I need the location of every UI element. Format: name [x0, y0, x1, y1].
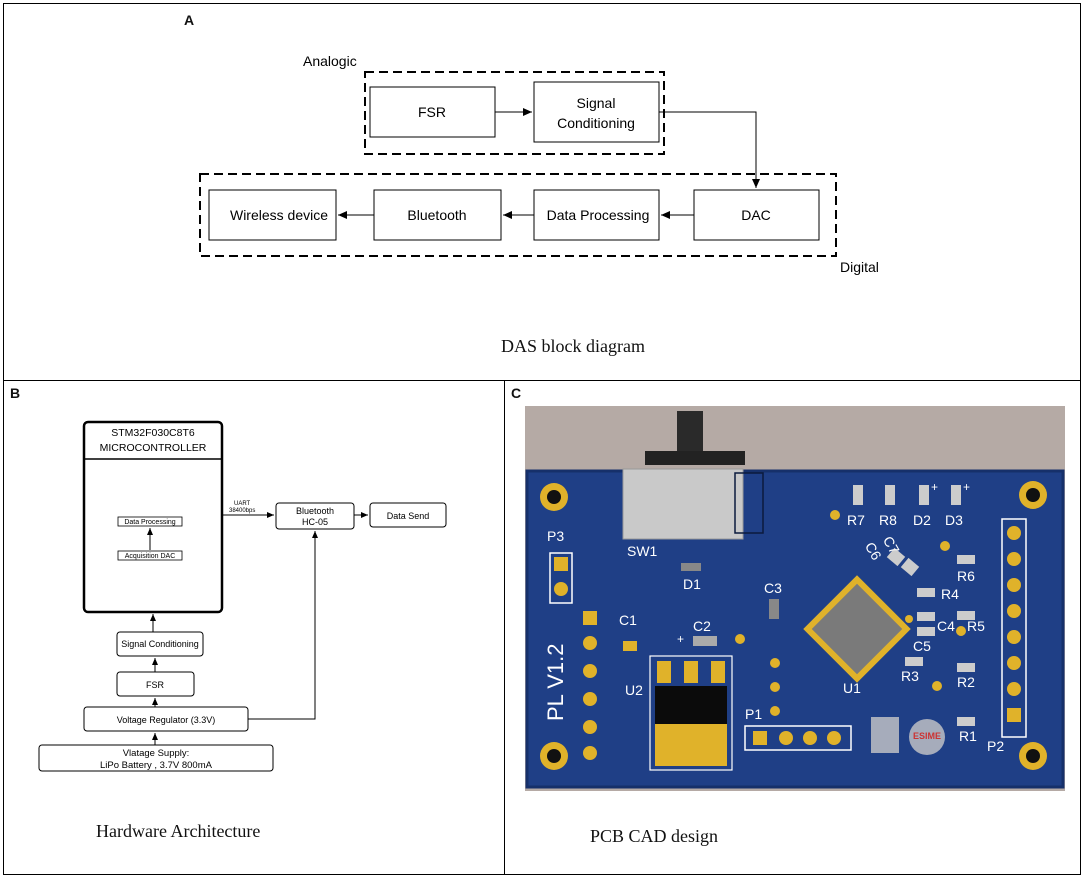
fsr-label: FSR	[418, 104, 446, 120]
signal-conditioning-block-b	[116, 631, 204, 657]
silk-c5: C5	[913, 638, 931, 654]
silk-c4: C4	[937, 618, 955, 634]
wireless-device-block	[208, 189, 337, 241]
p3-header	[549, 552, 573, 604]
analogic-label: Analogic	[303, 53, 357, 69]
voltage-supply-label-1: Vlatage Supply:	[123, 748, 190, 759]
bluetooth-label: Bluetooth	[407, 207, 466, 223]
analogic-group	[364, 71, 665, 155]
silk-r4: R4	[941, 586, 959, 602]
signal-conditioning-label-b: Signal Conditioning	[121, 639, 199, 649]
svg-text:+: +	[931, 480, 938, 494]
silk-version: PL V1.2	[543, 644, 568, 721]
silk-d2: D2	[913, 512, 931, 528]
dac-block	[693, 189, 820, 241]
arrow-signal-to-dac	[659, 111, 760, 188]
mcu-acquisition-label: Acquisition DAC	[125, 553, 176, 560]
panel-b-caption: Hardware Architecture	[96, 821, 261, 841]
panel-c: C	[504, 380, 1081, 875]
fsr-label-b: FSR	[146, 680, 165, 690]
regulator-to-bluetooth-arrow	[248, 531, 318, 720]
silk-c7: C7	[880, 533, 903, 557]
silk-r8: R8	[879, 512, 897, 528]
panel-b-letter: B	[10, 385, 21, 401]
panel-a-caption: DAS block diagram	[501, 336, 645, 356]
p2-header	[1001, 518, 1027, 738]
silk-d1: D1	[683, 576, 701, 592]
mcu-data-processing-label: Data Processing	[124, 519, 175, 526]
logo-esime-text: ESIME	[913, 731, 941, 741]
signal-conditioning-block	[533, 81, 660, 143]
silkscreen-labels: P3 SW1 D1 C3 C1 C2 U2 P1 U1 R7 R8 D2 D3 …	[543, 512, 1004, 754]
data-processing-label: Data Processing	[547, 207, 650, 223]
mcu-title-1: STM32F030C8T6	[111, 427, 195, 439]
data-send-block	[369, 502, 447, 528]
voltage-regulator-label: Voltage Regulator (3.3V)	[117, 715, 216, 725]
silk-p2: P2	[987, 738, 1004, 754]
silk-u2: U2	[625, 682, 643, 698]
silk-r7: R7	[847, 512, 865, 528]
das-block-diagram: Analogic Digital FSR Signal Conditioning…	[199, 53, 879, 275]
data-send-label: Data Send	[387, 511, 430, 521]
signal-conditioning-label-1: Signal	[577, 95, 616, 111]
bluetooth-hc05-block	[275, 502, 355, 530]
fsr-block	[369, 86, 496, 138]
mcu-data-processing-block	[117, 516, 183, 527]
voltage-supply-block	[38, 744, 274, 772]
voltage-supply-label-2: LiPo Battery , 3.7V 800mA	[100, 760, 213, 771]
pcb-board	[527, 471, 1063, 787]
svg-text:+: +	[677, 632, 684, 646]
switch-body	[622, 468, 744, 540]
silk-c2: C2	[693, 618, 711, 634]
signal-conditioning-label-2: Conditioning	[557, 115, 635, 131]
silk-r1: R1	[959, 728, 977, 744]
digital-group	[199, 173, 837, 257]
p1-header	[744, 725, 852, 751]
left-pads	[583, 611, 597, 760]
panel-c-letter: C	[511, 385, 522, 401]
mcu-acquisition-block	[117, 550, 183, 561]
mcu-title-2: MICROCONTROLLER	[100, 442, 207, 454]
silk-r3: R3	[901, 668, 919, 684]
silk-p1: P1	[745, 706, 762, 722]
panel-c-caption: PCB CAD design	[590, 826, 719, 846]
panel-a: A Analogic Digital FSR Signal Conditioni…	[3, 3, 1081, 381]
silk-r5: R5	[967, 618, 985, 634]
silk-r6: R6	[957, 568, 975, 584]
panel-b: B STM32F030C8T6 MICROCONTROLLER Data Pro…	[3, 380, 505, 875]
digital-label: Digital	[840, 259, 879, 275]
silk-p3: P3	[547, 528, 564, 544]
silk-u1: U1	[843, 680, 861, 696]
svg-text:+: +	[963, 480, 970, 494]
smd-components	[623, 485, 975, 726]
logo-ipn	[871, 717, 899, 753]
silk-c3: C3	[764, 580, 782, 596]
uart-label-1: UART	[234, 501, 251, 507]
uart-label-2: 38400bps	[229, 508, 255, 514]
bluetooth-hc05-label-2: HC-05	[302, 517, 328, 527]
silk-sw1: SW1	[627, 543, 658, 559]
silk-c1: C1	[619, 612, 637, 628]
u1-mcu	[803, 575, 911, 683]
bluetooth-hc05-label-1: Bluetooth	[296, 506, 334, 516]
panel-a-letter: A	[184, 12, 195, 28]
pcb-render: ESIME P3 SW1 D1 C3 C1 C2 U2 P1 U1 R7 R8 …	[525, 406, 1065, 791]
hardware-architecture-diagram: STM32F030C8T6 MICROCONTROLLER Data Proce…	[38, 420, 447, 772]
u2-regulator	[655, 686, 727, 726]
dac-label: DAC	[741, 207, 771, 223]
silk-d3: D3	[945, 512, 963, 528]
silk-c6: C6	[862, 539, 885, 563]
silk-r2: R2	[957, 674, 975, 690]
logo-esime	[909, 719, 945, 755]
wireless-device-label: Wireless device	[230, 207, 328, 223]
